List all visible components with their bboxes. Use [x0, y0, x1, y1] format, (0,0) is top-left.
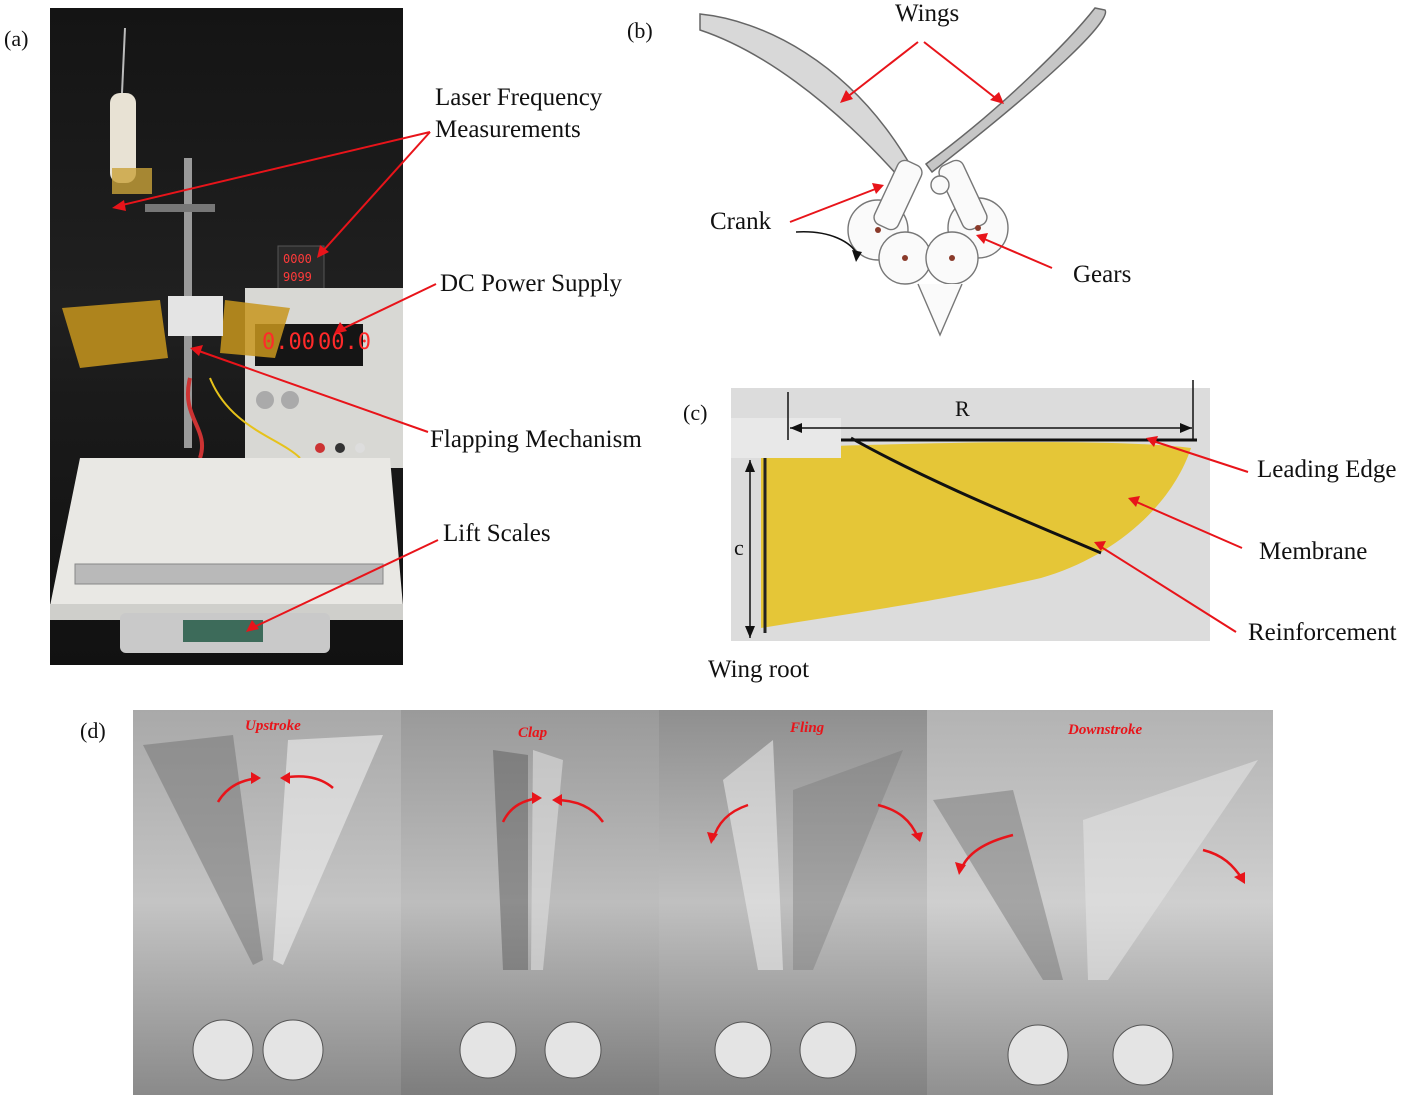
flapping-label: Flapping Mechanism — [430, 426, 642, 453]
phase-photo-clap — [401, 710, 659, 1095]
leading-edge-label: Leading Edge — [1257, 456, 1397, 483]
ruler — [74, 563, 384, 585]
phase-wing-shapes — [143, 735, 1258, 1086]
membrane — [761, 442, 1191, 628]
frequency-counter — [277, 245, 325, 297]
panel-label-b: (b) — [627, 18, 653, 43]
panel-a-photo: 0000 9099 0.00 00.0 — [50, 8, 403, 665]
phase-label-clap: Clap — [518, 725, 548, 741]
laser-label-line2: Measurements — [435, 116, 581, 143]
span-label: R — [955, 396, 970, 421]
panel-c-photo — [731, 388, 1210, 641]
phase-label-upstroke: Upstroke — [245, 718, 301, 734]
dc-power-label: DC Power Supply — [440, 270, 622, 297]
laser-label-line1: Laser Frequency — [435, 84, 603, 111]
wings-label: Wings — [895, 0, 960, 27]
wing-drawing — [731, 418, 1197, 633]
reinforcement — [850, 436, 1102, 555]
counter-bottom-value: 9099 — [283, 270, 312, 284]
crank-label: Crank — [710, 208, 772, 235]
current-display: 00.0 — [318, 330, 371, 355]
right-wing — [924, 7, 1107, 174]
panel-label-c: (c) — [683, 400, 708, 425]
voltage-display: 0.00 — [262, 330, 315, 355]
panel-label-a: (a) — [4, 26, 29, 51]
reinforcement-label: Reinforcement — [1248, 619, 1397, 646]
laser-sensor — [110, 93, 136, 183]
phase-photo-fling — [659, 710, 927, 1095]
test-rig-drawing — [50, 27, 403, 653]
panel-b-arrows — [789, 41, 1053, 269]
wing-root-label: Wing root — [708, 656, 810, 683]
phase-label-downstroke: Downstroke — [1068, 722, 1143, 738]
gears-label: Gears — [1073, 261, 1132, 288]
counter-top-value: 0000 — [283, 252, 312, 266]
phase-label-fling: Fling — [790, 720, 825, 736]
phase-strip — [133, 710, 1273, 1095]
lift-label: Lift Scales — [443, 520, 551, 547]
flapping-mechanism — [168, 296, 223, 336]
panel-label-d: (d) — [80, 718, 106, 743]
membrane-label: Membrane — [1259, 538, 1368, 565]
chord-label: c — [734, 535, 744, 560]
